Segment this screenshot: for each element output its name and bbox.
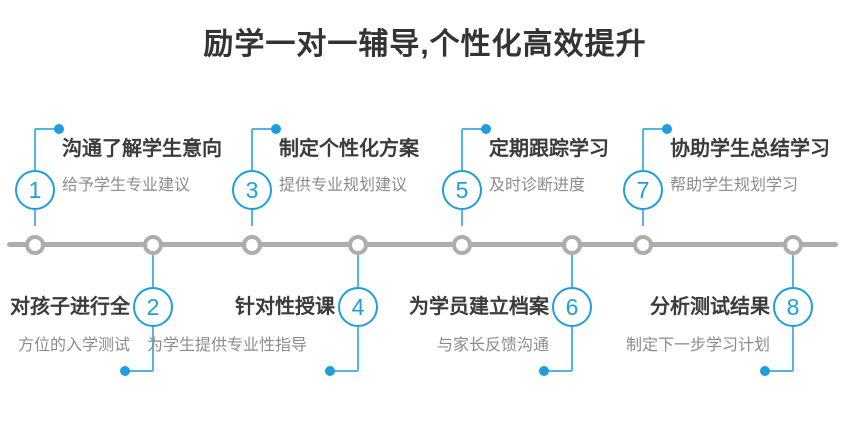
step-subtitle: 帮助学生规划学习 [670, 177, 799, 194]
step-text: 协助学生总结学习 帮助学生规划学习 [670, 138, 850, 195]
step-text: 分析测试结果 制定下一步学习计划 [510, 296, 770, 355]
step-subtitle: 方位的入学测试 [17, 337, 130, 354]
step-text: 定期跟踪学习 及时诊断进度 [489, 138, 719, 195]
connector-elbow-line [765, 370, 793, 372]
step-text: 对孩子进行全 方位的入学测试 [0, 296, 130, 355]
step-number-circle: 8 [773, 287, 813, 327]
connector-elbow-line [544, 370, 572, 372]
step-number-circle: 5 [442, 170, 482, 210]
step-number-circle: 7 [623, 170, 663, 210]
connector-elbow-line [252, 128, 277, 130]
step-subtitle: 提供专业规划建议 [279, 177, 408, 194]
connector-elbow-line [643, 128, 668, 130]
step-text: 制定个性化方案 提供专业规划建议 [279, 138, 509, 195]
step-number-circle: 2 [133, 287, 173, 327]
timeline-node [25, 235, 45, 255]
timeline-node [562, 235, 582, 255]
step-number-circle: 6 [552, 287, 592, 327]
timeline-node [242, 235, 262, 255]
timeline-node [633, 235, 653, 255]
connector-elbow-line [330, 370, 358, 372]
step-text: 为学员建立档案 与家长反馈沟通 [289, 296, 549, 355]
step-title: 协助学生总结学习 [670, 138, 830, 160]
connector-line [251, 210, 253, 226]
step-subtitle: 为学生提供专业性指导 [146, 337, 307, 354]
step-title: 制定个性化方案 [279, 138, 419, 160]
step-subtitle: 给予学生专业建议 [62, 177, 191, 194]
connector-elbow-line [462, 128, 487, 130]
step-text: 沟通了解学生意向 给予学生专业建议 [62, 138, 292, 195]
timeline-node [348, 235, 368, 255]
step-subtitle: 及时诊断进度 [489, 177, 586, 194]
step-title: 针对性授课 [235, 296, 335, 318]
connector-end-dot [662, 124, 672, 134]
step-title: 定期跟踪学习 [489, 138, 609, 160]
step-title: 为学员建立档案 [409, 296, 549, 318]
step-text: 针对性授课 为学生提供专业性指导 [75, 296, 335, 355]
connector-line [461, 210, 463, 226]
connector-elbow-line [125, 370, 153, 372]
timeline-node [143, 235, 163, 255]
connector-line [792, 327, 794, 371]
step-title: 对孩子进行全 [10, 296, 130, 318]
connector-line [571, 327, 573, 371]
connector-end-dot [481, 124, 491, 134]
connector-line [642, 129, 644, 170]
connector-line [461, 129, 463, 170]
connector-elbow-line [35, 128, 60, 130]
page-title: 励学一对一辅导,个性化高效提升 [203, 28, 647, 61]
connector-line [34, 210, 36, 226]
connector-end-dot [120, 366, 130, 376]
step-number-circle: 4 [338, 287, 378, 327]
connector-end-dot [271, 124, 281, 134]
timeline-node [783, 235, 803, 255]
connector-line [642, 210, 644, 226]
connector-end-dot [325, 366, 335, 376]
connector-end-dot [54, 124, 64, 134]
connector-end-dot [760, 366, 770, 376]
step-title: 沟通了解学生意向 [62, 138, 222, 160]
connector-line [357, 255, 359, 287]
step-subtitle: 制定下一步学习计划 [625, 337, 770, 354]
step-number-circle: 3 [232, 170, 272, 210]
step-subtitle: 与家长反馈沟通 [436, 337, 549, 354]
connector-line [357, 327, 359, 371]
step-number-circle: 1 [15, 170, 55, 210]
timeline-bar [7, 242, 838, 247]
connector-line [34, 129, 36, 170]
step-title: 分析测试结果 [650, 296, 770, 318]
connector-end-dot [539, 366, 549, 376]
connector-line [251, 129, 253, 170]
connector-line [152, 327, 154, 371]
connector-line [792, 255, 794, 287]
connector-line [571, 255, 573, 287]
timeline-node [452, 235, 472, 255]
connector-line [152, 255, 154, 287]
